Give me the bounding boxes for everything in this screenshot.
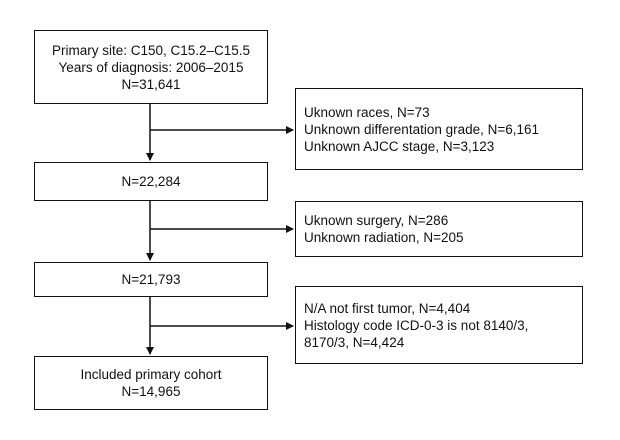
exclusion-1-line-1: Uknown races, N=73 — [304, 104, 430, 120]
final-box-line-1: Included primary cohort — [80, 367, 222, 382]
exclusion-2-line-1: Uknown surgery, N=286 — [304, 213, 449, 228]
exclusion-3-line-3: 8170/3, N=4,424 — [304, 334, 405, 350]
step1-box: N=22,284 — [34, 162, 268, 201]
exclusion-2-line-2: Unknown radiation, N=205 — [304, 230, 464, 245]
final-box-line-2: N=14,965 — [121, 384, 181, 399]
exclusion-3-line-1: N/A not first tumor, N=4,404 — [304, 300, 471, 316]
exclusion-box-2: Uknown surgery, N=286 Unknown radiation,… — [295, 201, 583, 257]
start-box-line-3: N=31,641 — [121, 76, 181, 92]
exclusion-3-line-2: Histology code ICD-0-3 is not 8140/3, — [304, 317, 529, 333]
exclusion-1-line-2: Unknown differentation grade, N=6,161 — [304, 121, 540, 137]
step1-count: N=22,284 — [121, 174, 181, 189]
start-box-line-1: Primary site: C150, C15.2–C15.5 — [51, 42, 251, 58]
step2-box: N=21,793 — [34, 262, 268, 297]
exclusion-1-line-3: Unknown AJCC stage, N=3,123 — [304, 138, 495, 154]
final-box: Included primary cohort N=14,965 — [34, 356, 268, 410]
start-box: Primary site: C150, C15.2–C15.5 Years of… — [34, 30, 268, 104]
exclusion-box-1: Uknown races, N=73 Unknown differentatio… — [295, 88, 583, 170]
start-box-line-2: Years of diagnosis: 2006–2015 — [58, 59, 244, 75]
step2-count: N=21,793 — [121, 272, 181, 287]
exclusion-box-3: N/A not first tumor, N=4,404 Histology c… — [295, 286, 583, 364]
